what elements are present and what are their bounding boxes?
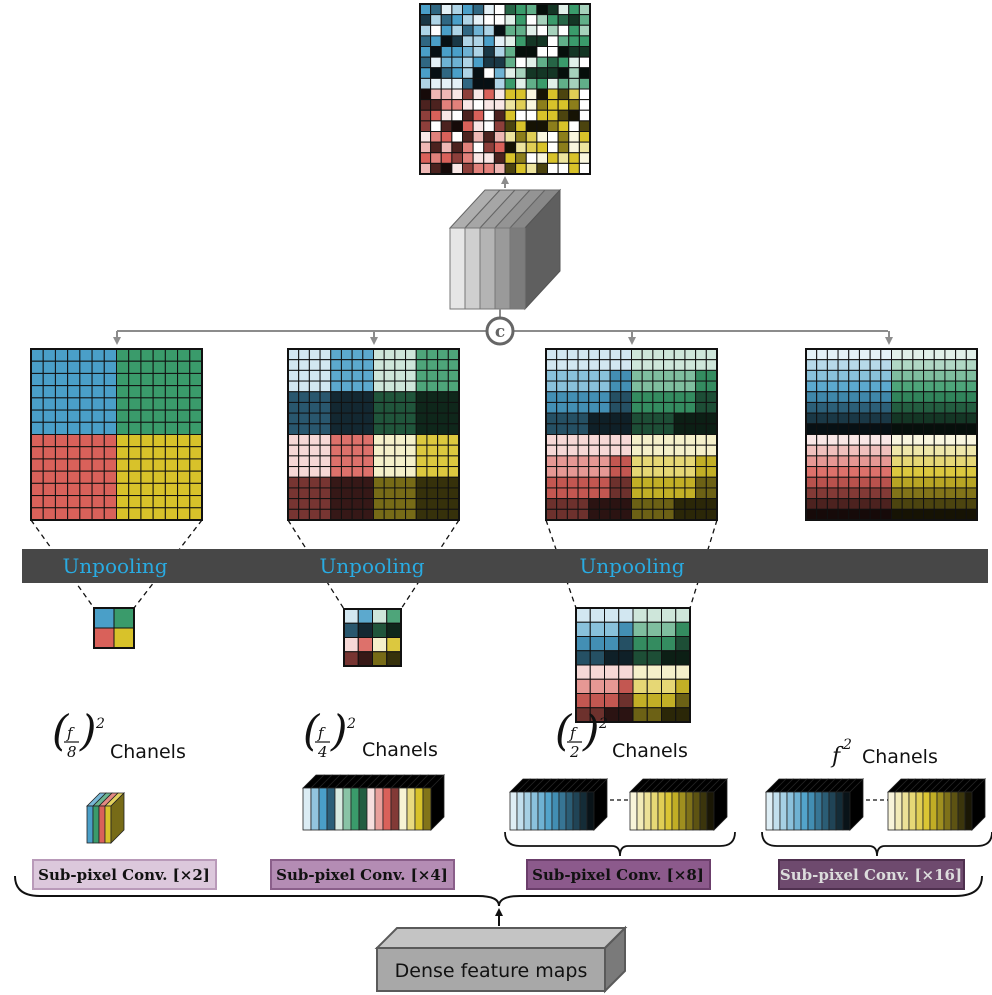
channel-cube-x16-blue [765, 778, 864, 831]
branch-grid-1 [30, 348, 203, 521]
channel-label-3: ( f 2 ) 2 Chanels [555, 706, 688, 762]
channel-text: Chanels [110, 741, 186, 763]
frac-den: 4 [317, 743, 328, 761]
channel-cube-x2 [86, 792, 125, 844]
exponent: 2 [346, 716, 356, 732]
channel-label-1: ( f 8 ) 2 Chanels [52, 706, 186, 763]
low-res-grid-2 [343, 608, 402, 667]
low-res-grid-3 [575, 607, 691, 723]
subpixel-conv-label: Sub-pixel Conv. [×16] [780, 866, 962, 884]
subpixel-conv-label: Sub-pixel Conv. [×8] [532, 866, 704, 884]
svg-text:): ) [582, 706, 599, 755]
channel-text: Chanels [362, 739, 438, 761]
exponent: 2 [842, 737, 852, 753]
unpooling-label-1: Unpooling [62, 554, 167, 578]
subpixel-conv-label: Sub-pixel Conv. [×2] [38, 866, 210, 884]
dense-feature-maps-label: Dense feature maps [395, 960, 588, 982]
svg-text:(: ( [555, 706, 573, 755]
unpooling-label-3: Unpooling [579, 554, 684, 578]
dense-feature-maps-block: Dense feature maps [374, 925, 628, 994]
subpixel-conv-x4: Sub-pixel Conv. [×4] [270, 859, 455, 890]
channel-text: Chanels [862, 746, 938, 768]
concatenated-feature-stack [448, 188, 562, 311]
subpixel-conv-x2: Sub-pixel Conv. [×2] [32, 859, 217, 890]
low-res-grid-1 [93, 607, 135, 649]
channel-text: Chanels [612, 740, 688, 762]
frac-num: f [569, 724, 578, 742]
branch-grid-2 [287, 348, 460, 521]
low-resolution-grids [93, 607, 691, 723]
big-brace [14, 875, 983, 907]
channel-cube-x8-yellow [629, 778, 728, 831]
var: f [830, 744, 844, 769]
frac-den: 2 [569, 743, 580, 761]
channel-label-4: f 2 Chanels [830, 737, 938, 769]
channel-cube-x4 [302, 774, 445, 831]
output-grid-cells [419, 3, 591, 175]
frac-num: f [317, 724, 326, 742]
svg-text:): ) [79, 706, 96, 755]
branch-grid-4 [805, 348, 978, 521]
channel-cube-x8-blue [509, 778, 608, 831]
channel-cubes [86, 774, 986, 844]
upsampled-feature-grids [30, 348, 978, 521]
svg-text:): ) [330, 706, 347, 755]
branch-grid-3 [545, 348, 718, 521]
channel-cube-x16-yellow [887, 778, 986, 831]
output-image-grid [419, 3, 591, 175]
subpixel-conv-x8: Sub-pixel Conv. [×8] [526, 859, 711, 890]
concat-icon [485, 316, 515, 346]
exponent: 2 [598, 716, 608, 732]
subpixel-conv-label: Sub-pixel Conv. [×4] [276, 866, 448, 884]
concat-symbol: c [495, 322, 505, 342]
brace-branch-4 [761, 831, 992, 857]
unpooling-label-2: Unpooling [319, 554, 424, 578]
frac-den: 8 [67, 743, 77, 761]
exponent: 2 [95, 716, 105, 732]
channel-label-2: ( f 4 ) 2 Chanels [303, 706, 438, 761]
svg-text:(: ( [303, 706, 321, 755]
brace-branch-3 [504, 831, 736, 857]
frac-num: f [66, 724, 75, 742]
unpooling-band [22, 549, 988, 583]
subpixel-conv-x16: Sub-pixel Conv. [×16] [778, 859, 965, 890]
svg-text:(: ( [52, 706, 70, 755]
